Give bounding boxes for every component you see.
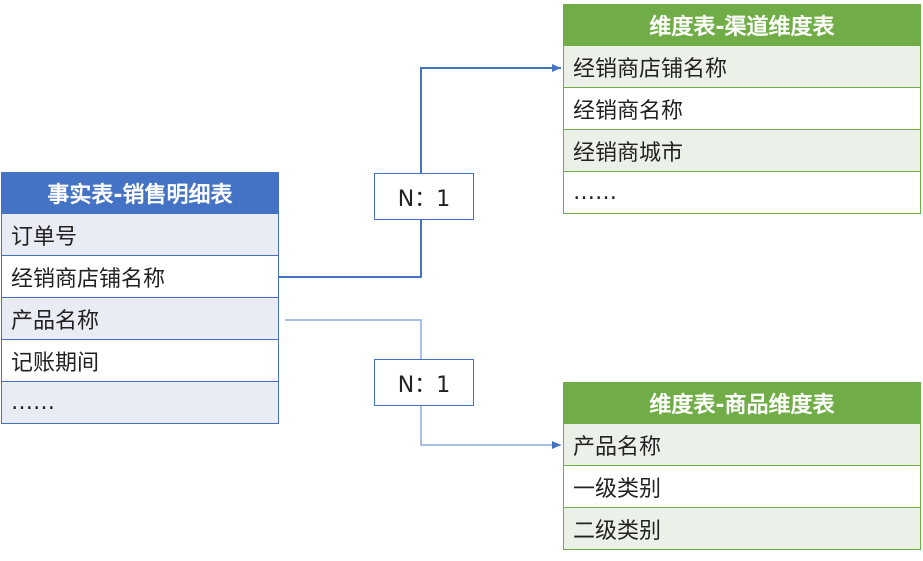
fact-row-product-name: 产品名称 bbox=[1, 298, 279, 340]
connector-channel bbox=[279, 64, 561, 278]
fact-row-ellipsis: …… bbox=[1, 382, 279, 424]
dim-table-channel: 维度表-渠道维度表 经销商店铺名称 经销商名称 经销商城市 …… bbox=[563, 4, 921, 214]
channel-table-title: 维度表-渠道维度表 bbox=[563, 4, 921, 46]
relation-label-channel: N：1 bbox=[374, 173, 474, 220]
product-row-product-name: 产品名称 bbox=[563, 424, 921, 466]
fact-table-sales-detail: 事实表-销售明细表 订单号 经销商店铺名称 产品名称 记账期间 …… bbox=[1, 172, 279, 424]
fact-row-dealer-store-name: 经销商店铺名称 bbox=[1, 256, 279, 298]
product-table-title: 维度表-商品维度表 bbox=[563, 382, 921, 424]
channel-row-dealer-name: 经销商名称 bbox=[563, 88, 921, 130]
channel-row-dealer-city: 经销商城市 bbox=[563, 130, 921, 172]
dim-table-product: 维度表-商品维度表 产品名称 一级类别 二级类别 bbox=[563, 382, 921, 550]
channel-row-ellipsis: …… bbox=[563, 172, 921, 214]
product-row-level1-category: 一级类别 bbox=[563, 466, 921, 508]
relation-label-product: N：1 bbox=[374, 359, 474, 406]
fact-row-posting-period: 记账期间 bbox=[1, 340, 279, 382]
fact-table-title: 事实表-销售明细表 bbox=[1, 172, 279, 214]
fact-row-order-id: 订单号 bbox=[1, 214, 279, 256]
channel-row-dealer-store-name: 经销商店铺名称 bbox=[563, 46, 921, 88]
product-row-level2-category: 二级类别 bbox=[563, 508, 921, 550]
